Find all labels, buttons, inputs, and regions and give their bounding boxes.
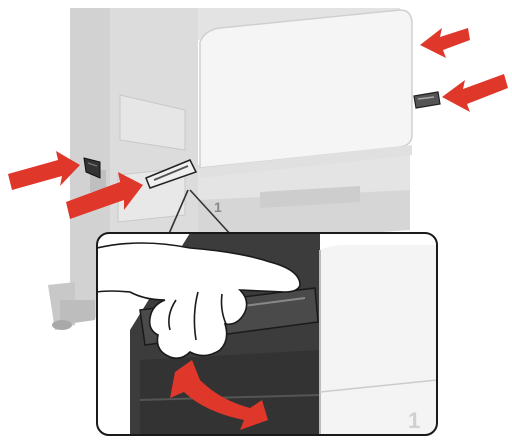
- callout-detail: 1: [97, 233, 437, 435]
- arrow-left-rear: [8, 151, 80, 190]
- callout-tray-number-label: 1: [408, 408, 420, 433]
- arrow-right-handle: [442, 74, 508, 112]
- arrow-top-right: [420, 28, 470, 58]
- right-handle: [414, 92, 440, 108]
- tray-number-label: 1: [214, 199, 222, 215]
- front-door-panel: [200, 10, 412, 178]
